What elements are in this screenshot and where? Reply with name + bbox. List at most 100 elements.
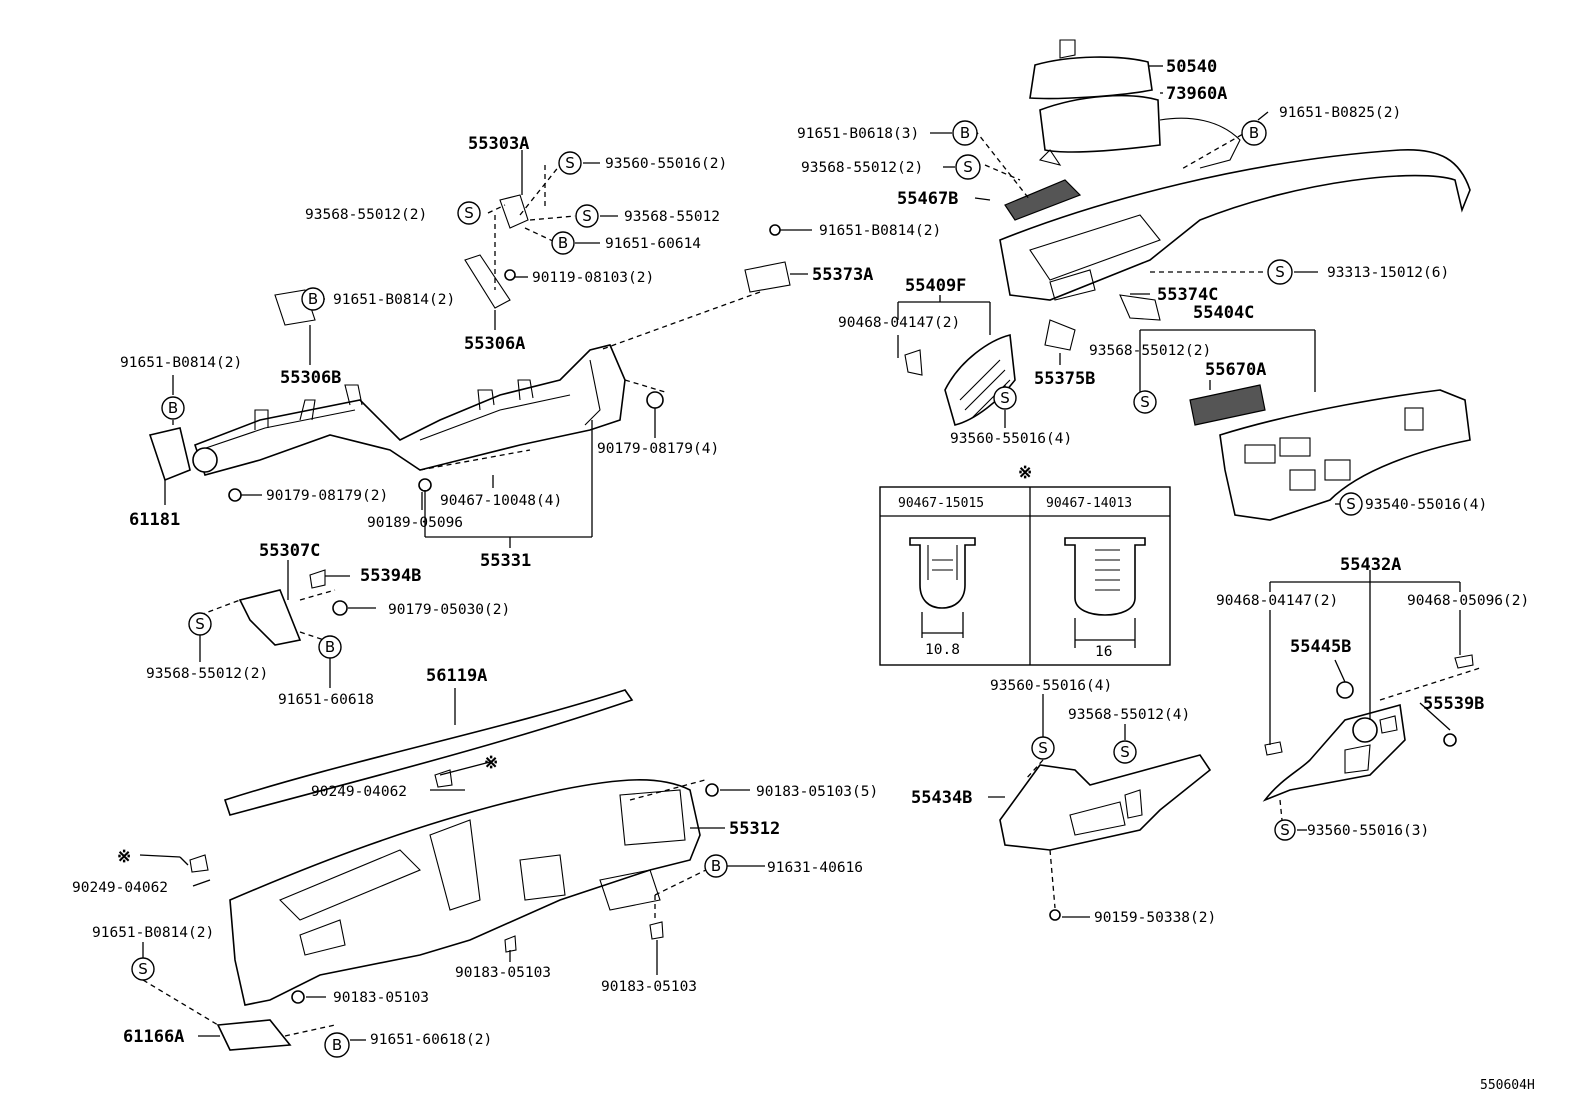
- svg-text:S: S: [1140, 393, 1150, 411]
- svg-text:S: S: [138, 960, 148, 978]
- part-label: 55374C: [1157, 285, 1218, 305]
- symbol-b-icon: B: [324, 1032, 350, 1058]
- part-label: 90467-10048(4): [440, 493, 562, 509]
- part-label: 93313-15012(6): [1327, 265, 1449, 281]
- svg-text:S: S: [1120, 743, 1130, 761]
- symbol-s-icon: S: [558, 151, 582, 175]
- clip-15015-drawing: [909, 537, 976, 638]
- reference-mark: ※: [484, 753, 498, 773]
- symbol-s-icon: S: [993, 386, 1017, 410]
- symbol-s-icon: S: [1274, 819, 1296, 841]
- part-label: 93560-55016(4): [990, 678, 1112, 694]
- small-brackets-top: [904, 294, 1161, 376]
- part-label: 55306A: [464, 334, 525, 354]
- reinforcement-beam: [148, 344, 664, 502]
- svg-text:S: S: [1000, 389, 1010, 407]
- reference-marks: ※ ※ ※: [117, 463, 1032, 867]
- part-label: 91651-B0814(2): [120, 355, 242, 371]
- svg-text:B: B: [711, 857, 721, 875]
- part-label: 90249-04062: [311, 784, 407, 800]
- symbol-b-icon: B: [318, 635, 342, 659]
- part-label: 90183-05103(5): [756, 784, 878, 800]
- symbol-s-icon: S: [1113, 740, 1137, 764]
- part-label: 91651-B0814(2): [92, 925, 214, 941]
- part-label: 93568-55012(2): [305, 207, 427, 223]
- beam-brackets: [274, 194, 791, 326]
- upper-dash-panel: [999, 149, 1471, 301]
- svg-text:S: S: [565, 154, 575, 172]
- symbol-s-icon: S: [1339, 492, 1363, 516]
- part-label: 55312: [729, 819, 780, 839]
- part-label: 55373A: [812, 265, 873, 285]
- part-label: 93560-55016(2): [605, 156, 727, 172]
- inset-dim-108: 10.8: [925, 642, 960, 658]
- symbol-s-icon: S: [955, 154, 981, 180]
- part-label: 55303A: [468, 134, 529, 154]
- svg-text:S: S: [582, 207, 592, 225]
- part-label: 93568-55012(4): [1068, 707, 1190, 723]
- symbol-s-icon: S: [188, 612, 212, 636]
- inset-part-14013: 90467-14013: [1046, 496, 1132, 511]
- bracket-55307C: [238, 569, 348, 646]
- part-label: 91651-60614: [605, 236, 701, 252]
- part-label: 61166A: [123, 1027, 184, 1047]
- part-label: 93568-55012: [624, 209, 720, 225]
- symbol-s-icon: S: [575, 204, 599, 228]
- symbol-markers: B B S S S S S S S S B B B S B B S B S S …: [131, 120, 1363, 1058]
- symbol-b-icon: B: [551, 231, 575, 255]
- svg-text:S: S: [1275, 263, 1285, 281]
- part-label: 93568-55012(2): [801, 160, 923, 176]
- svg-text:B: B: [168, 399, 178, 417]
- glove-box: [999, 754, 1212, 921]
- part-label: 91631-40616: [767, 860, 863, 876]
- symbol-b-icon: B: [161, 396, 185, 420]
- svg-text:B: B: [332, 1036, 342, 1054]
- part-label: 90179-05030(2): [388, 602, 510, 618]
- part-label: 93568-55012(2): [146, 666, 268, 682]
- part-labels: 50540 73960A 91651-B0618(3) 91651-B0825(…: [72, 57, 1529, 1048]
- part-label: 93560-55016(4): [950, 431, 1072, 447]
- part-label: 91651-B0825(2): [1279, 105, 1401, 121]
- symbol-b-icon: B: [301, 287, 325, 311]
- symbol-s-icon: S: [1267, 259, 1293, 285]
- reference-mark: ※: [1018, 463, 1032, 483]
- part-label: 55467B: [897, 189, 958, 209]
- part-label: 50540: [1166, 57, 1217, 77]
- part-label: 55404C: [1193, 303, 1254, 323]
- part-label: 91651-60618: [278, 692, 374, 708]
- part-label: 55539B: [1423, 694, 1484, 714]
- vent-grille: [944, 334, 1016, 426]
- part-label: 90159-50338(2): [1094, 910, 1216, 926]
- part-label: 55394B: [360, 566, 421, 586]
- inset-dim-16: 16: [1095, 644, 1112, 660]
- clip-inset-table: [879, 486, 1171, 666]
- symbol-b-icon: B: [1241, 120, 1267, 146]
- symbol-s-icon: S: [1133, 390, 1157, 414]
- part-label: 55670A: [1205, 360, 1266, 380]
- part-label: 90183-05103: [601, 979, 697, 995]
- svg-text:S: S: [1280, 821, 1290, 839]
- part-label: 90179-08179(2): [266, 488, 388, 504]
- part-label: 93540-55016(4): [1365, 497, 1487, 513]
- symbol-s-icon: S: [457, 201, 481, 225]
- part-label: 93560-55016(3): [1307, 823, 1429, 839]
- part-label: 61181: [129, 510, 180, 530]
- diagram-id: 550604H: [1480, 1078, 1535, 1093]
- part-label: 90179-08179(4): [597, 441, 719, 457]
- symbol-b-icon: B: [704, 854, 728, 878]
- part-label: 55445B: [1290, 637, 1351, 657]
- symbol-s-icon: S: [1031, 736, 1055, 760]
- part-label: 93568-55012(2): [1089, 343, 1211, 359]
- svg-text:S: S: [464, 204, 474, 222]
- part-label: 91651-B0814(2): [333, 292, 455, 308]
- inset-part-15015: 90467-15015: [898, 496, 984, 511]
- part-label: 90468-04147(2): [1216, 593, 1338, 609]
- part-label: 90249-04062: [72, 880, 168, 896]
- knee-panel: [1262, 654, 1474, 802]
- svg-text:B: B: [960, 124, 970, 142]
- part-label: 55432A: [1340, 555, 1401, 575]
- part-label: 55331: [480, 551, 531, 571]
- part-label: 90183-05103: [455, 965, 551, 981]
- svg-text:S: S: [195, 615, 205, 633]
- svg-text:B: B: [325, 638, 335, 656]
